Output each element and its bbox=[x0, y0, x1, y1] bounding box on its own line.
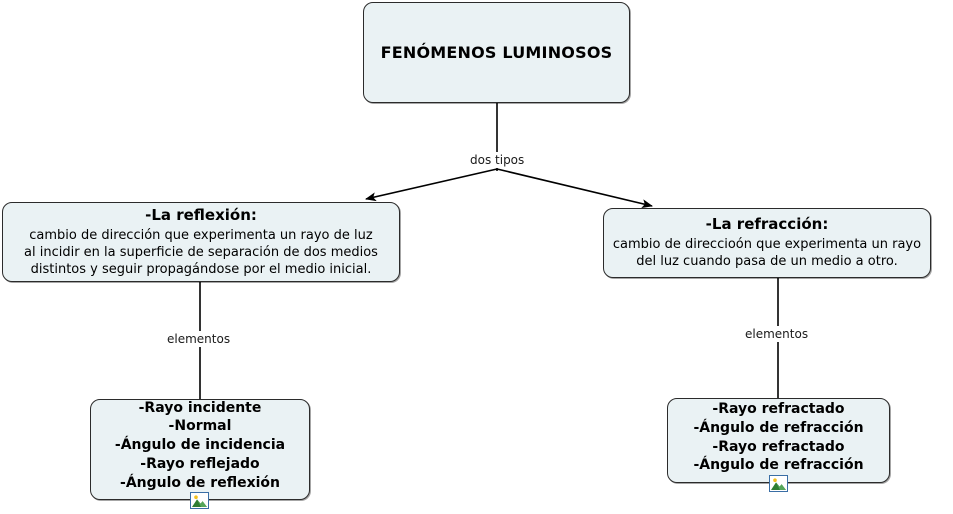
node-la-reflexion[interactable]: -La reflexión: cambio de dirección que e… bbox=[2, 202, 400, 282]
node-elementos-reflexion-list: -Rayo incidente -Normal -Ángulo de incid… bbox=[115, 399, 285, 493]
list-item: -Ángulo de refracción bbox=[693, 419, 864, 436]
node-refraccion-title: -La refracción: bbox=[705, 215, 829, 234]
node-refraccion-body-line: del luz cuando pasa de un medio a otro. bbox=[636, 254, 898, 270]
node-reflexion-body: cambio de dirección que experimenta un r… bbox=[24, 227, 378, 278]
node-elementos-refraccion-list: -Rayo refractado -Ángulo de refracción -… bbox=[693, 400, 863, 475]
node-reflexion-title: -La reflexión: bbox=[145, 205, 257, 224]
node-refraccion-body: cambio de direccioón que experimenta un … bbox=[613, 236, 921, 270]
node-fenomenos-luminosos[interactable]: FENÓMENOS LUMINOSOS bbox=[363, 2, 630, 103]
edge-root-to-reflexion bbox=[365, 168, 498, 202]
node-la-refraccion[interactable]: -La refracción: cambio de direccioón que… bbox=[603, 208, 931, 278]
picture-icon[interactable] bbox=[190, 492, 209, 509]
list-item: -Rayo refractado bbox=[712, 438, 845, 455]
list-item: -Rayo incidente bbox=[138, 399, 262, 416]
node-elementos-reflexion[interactable]: -Rayo incidente -Normal -Ángulo de incid… bbox=[90, 399, 310, 500]
list-item: -Ángulo de reflexión bbox=[120, 474, 280, 491]
node-reflexion-body-line: al incidir en la superficie de separació… bbox=[24, 244, 378, 260]
node-refraccion-body-line: cambio de direccioón que experimenta un … bbox=[612, 237, 922, 253]
node-root-title: FENÓMENOS LUMINOSOS bbox=[380, 42, 613, 62]
edge-root-to-refraccion bbox=[496, 168, 653, 209]
node-reflexion-body-line: cambio de dirección que experimenta un r… bbox=[29, 227, 373, 243]
edge-label-elementos-reflexion: elementos bbox=[163, 331, 235, 347]
node-reflexion-body-line: distintos y seguir propagándose por el m… bbox=[30, 261, 372, 277]
edge-label-dos-tipos: dos tipos bbox=[466, 152, 529, 168]
list-item: -Rayo reflejado bbox=[140, 455, 260, 472]
list-item: -Ángulo de incidencia bbox=[114, 437, 286, 454]
list-item: -Normal bbox=[168, 418, 232, 435]
list-item: -Rayo refractado bbox=[712, 401, 845, 417]
list-item: -Ángulo de refracción bbox=[693, 457, 864, 474]
node-elementos-refraccion[interactable]: -Rayo refractado -Ángulo de refracción -… bbox=[667, 398, 890, 483]
picture-icon[interactable] bbox=[769, 475, 788, 492]
edge-label-elementos-refraccion: elementos bbox=[741, 326, 813, 342]
